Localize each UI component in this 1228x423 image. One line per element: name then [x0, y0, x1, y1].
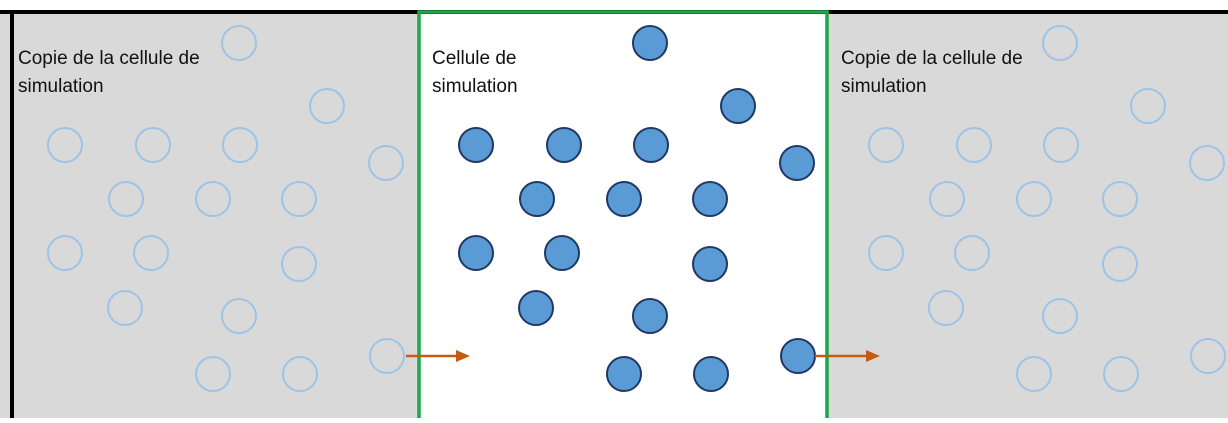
particle: [720, 88, 756, 124]
ghost-particle-left: [281, 181, 317, 217]
arrows-group: [406, 350, 880, 362]
particle: [632, 298, 668, 334]
ghost-particle-right: [928, 290, 964, 326]
ghost-particle-left: [195, 181, 231, 217]
ghost-particle-left: [47, 127, 83, 163]
right-copy-label-line1: Copie de la cellule de: [841, 48, 1023, 69]
ghost-particle-left: [195, 356, 231, 392]
ghost-particle-right: [1190, 338, 1226, 374]
ghost-particle-right: [1042, 25, 1078, 61]
ghost-particle-right: [956, 127, 992, 163]
ghost-particle-left: [282, 356, 318, 392]
ghost-particle-right: [868, 127, 904, 163]
particle: [458, 127, 494, 163]
ghost-particle-right: [1042, 298, 1078, 334]
center-cell-label-line1: Cellule de: [432, 48, 517, 69]
particle: [518, 290, 554, 326]
arrow-right-cell-head: [866, 350, 880, 362]
arrow-left-copy: [406, 350, 470, 362]
ghost-particle-right: [1016, 181, 1052, 217]
particle: [606, 181, 642, 217]
particle: [458, 235, 494, 271]
ghost-particle-right: [1102, 181, 1138, 217]
ghost-particle-left: [108, 181, 144, 217]
ghost-particle-left: [368, 145, 404, 181]
ghost-particle-left: [135, 127, 171, 163]
particle: [779, 145, 815, 181]
particle: [519, 181, 555, 217]
center-cell-label-line2: simulation: [432, 76, 518, 97]
ghost-particle-left: [369, 338, 405, 374]
ghost-particle-left: [221, 298, 257, 334]
right-copy-label: Copie de la cellule de simulation: [841, 45, 1023, 101]
ghost-particle-right: [1102, 246, 1138, 282]
ghost-particle-right: [1189, 145, 1225, 181]
ghost-particle-right: [929, 181, 965, 217]
ghost-particle-right: [1103, 356, 1139, 392]
particle: [693, 356, 729, 392]
particle: [632, 25, 668, 61]
left-copy-label-line1: Copie de la cellule de: [18, 48, 200, 69]
arrow-left-copy-head: [456, 350, 470, 362]
particle: [546, 127, 582, 163]
ghost-particle-left: [107, 290, 143, 326]
ghost-particle-left: [281, 246, 317, 282]
arrow-right-cell: [815, 350, 880, 362]
ghost-particle-right: [954, 235, 990, 271]
ghost-particle-left: [133, 235, 169, 271]
particle: [692, 246, 728, 282]
particle: [633, 127, 669, 163]
left-copy-label: Copie de la cellule de simulation: [18, 45, 200, 101]
ghost-particle-right: [868, 235, 904, 271]
center-cell-label: Cellule de simulation: [432, 45, 518, 101]
ghost-particle-left: [222, 127, 258, 163]
particle: [544, 235, 580, 271]
particles-group: [47, 25, 1226, 392]
ghost-particle-left: [47, 235, 83, 271]
left-copy-label-line2: simulation: [18, 76, 104, 97]
ghost-particle-right: [1130, 88, 1166, 124]
ghost-particle-left: [309, 88, 345, 124]
particle: [780, 338, 816, 374]
particle: [692, 181, 728, 217]
ghost-particle-right: [1016, 356, 1052, 392]
ghost-particle-right: [1043, 127, 1079, 163]
ghost-particle-left: [221, 25, 257, 61]
particle: [606, 356, 642, 392]
right-copy-label-line2: simulation: [841, 76, 927, 97]
